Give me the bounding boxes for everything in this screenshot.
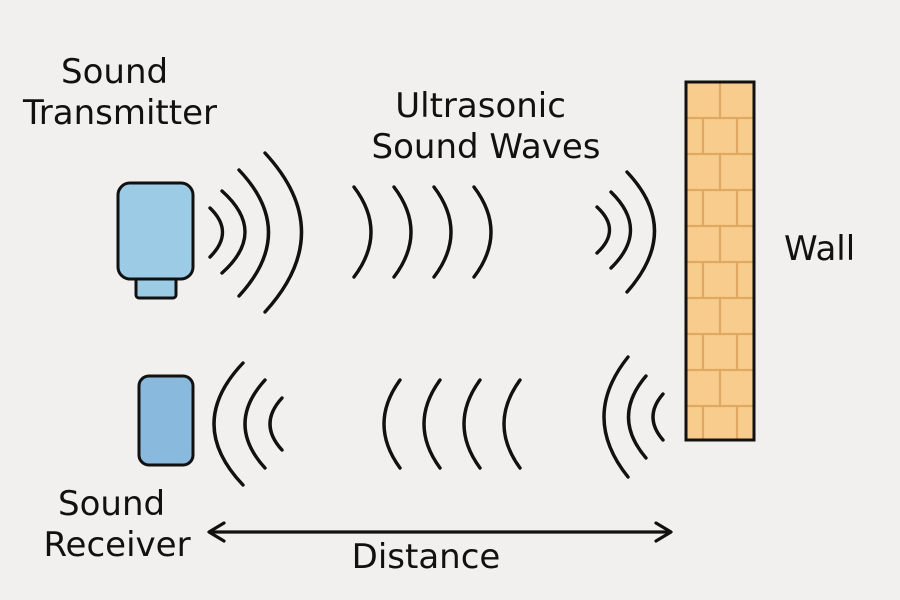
- return-mid-wave-4: [502, 378, 522, 470]
- wall-echo-wave-3: [602, 355, 630, 479]
- transmitter-label-line1: Sound: [61, 52, 168, 92]
- return-mid-wave-2: [422, 378, 442, 470]
- waves-label-line1: Ultrasonic: [395, 86, 566, 126]
- receiver-label: Sound Receiver: [43, 484, 190, 565]
- tx-wave-4: [263, 151, 304, 314]
- near-wall-wave-3: [625, 170, 657, 294]
- wall-label: Wall: [784, 229, 855, 269]
- distance-label: Distance: [352, 537, 501, 577]
- waves-label: Ultrasonic Sound Waves: [372, 86, 601, 167]
- return-mid-wave-1: [382, 378, 402, 470]
- mid-wave-3: [432, 185, 453, 279]
- brick-wall-icon: [684, 80, 756, 442]
- rx-wave-1: [268, 396, 284, 452]
- double-arrow-icon: [207, 521, 673, 543]
- wall-echo-wave-1: [651, 392, 665, 442]
- return-mid-wave-3: [462, 378, 482, 470]
- transmitter-label-line2: Transmitter: [22, 93, 217, 133]
- near-wall-wave-1: [595, 205, 612, 255]
- mid-wave-1: [352, 185, 373, 279]
- near-wall-wave-2: [609, 190, 633, 270]
- waves-label-line2: Sound Waves: [372, 127, 601, 167]
- rx-wave-2: [243, 378, 267, 470]
- receiver-label-line2: Receiver: [43, 525, 190, 565]
- wall-echo-wave-2: [626, 374, 648, 460]
- rx-wave-3: [212, 361, 245, 487]
- tx-wave-3: [237, 168, 271, 298]
- receiver-label-line1: Sound: [58, 484, 165, 524]
- mid-wave-2: [392, 185, 413, 279]
- returning-waves: [212, 355, 665, 487]
- transmitter-label: Sound Transmitter: [22, 52, 217, 133]
- tx-wave-1: [208, 206, 225, 259]
- transmitter-icon: [116, 181, 195, 300]
- receiver-icon: [137, 374, 195, 467]
- tx-wave-2: [220, 189, 247, 275]
- mid-wave-4: [472, 185, 493, 279]
- outgoing-waves: [208, 151, 657, 314]
